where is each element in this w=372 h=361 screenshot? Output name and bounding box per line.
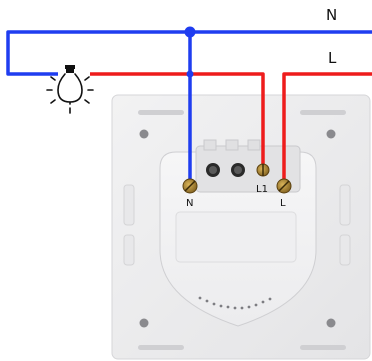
live-wire [90,72,372,182]
switch-back-panel [111,94,371,360]
neutral-line-label: N [326,6,337,24]
live-line-label: L [328,49,337,67]
terminal-label-neutral: N [186,198,193,209]
neutral-junction [184,26,196,38]
mounting-hole [326,318,336,328]
terminal-label-live: L [280,198,286,209]
mounting-slot [300,345,346,350]
terminal-label-load: L1 [256,184,268,195]
terminal-neutral [182,178,198,194]
mounting-hole [139,129,149,139]
terminal-live [276,178,292,194]
terminal-load [256,163,270,177]
mounting-slot [300,110,346,115]
mounting-slot [138,345,184,350]
mounting-hole [326,129,336,139]
mounting-hole [139,318,149,328]
neutral-wire [6,30,372,186]
wire-crossover [186,70,194,78]
vent-dots [198,296,272,310]
light-bulb-icon [46,65,94,114]
mounting-slot [138,110,184,115]
